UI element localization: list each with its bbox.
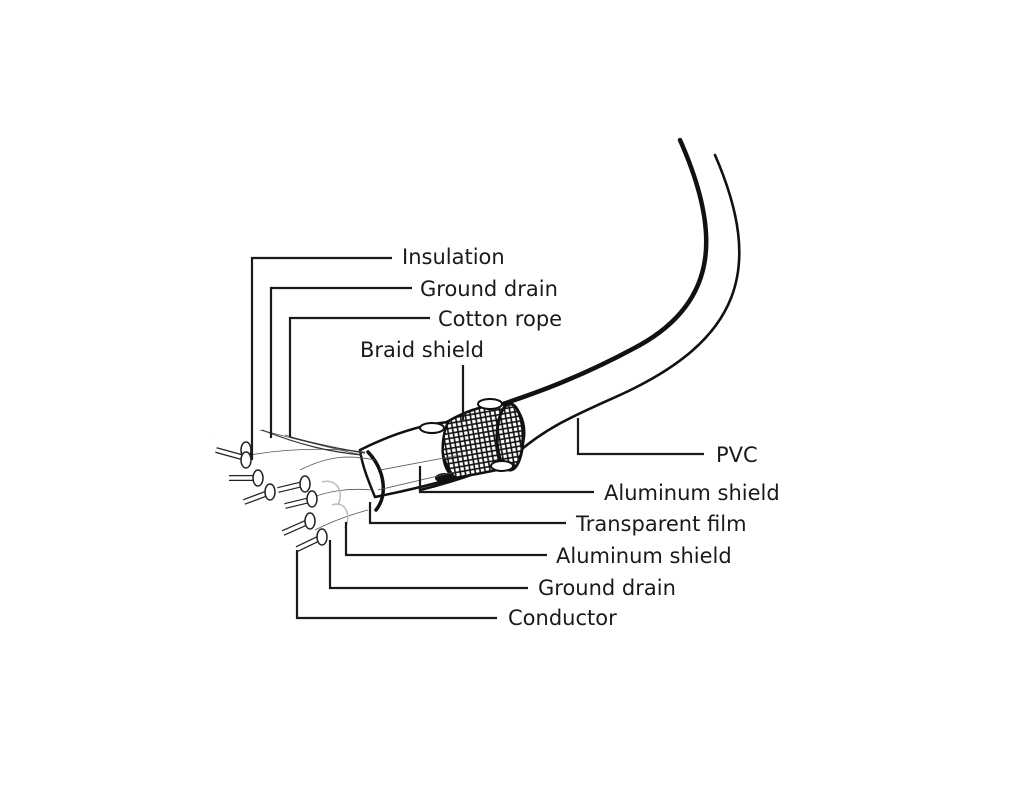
label-aluminum-shield-outer: Aluminum shield xyxy=(604,481,780,505)
leader-aluminum-shield-outer xyxy=(418,466,594,494)
conductor-wire xyxy=(215,447,252,469)
label-transparent-film: Transparent film xyxy=(575,512,747,536)
leader-cotton-rope xyxy=(288,316,430,437)
leader-ground-drain-top xyxy=(269,286,412,438)
leader-insulation xyxy=(250,256,392,460)
braid-shield xyxy=(439,398,526,480)
label-ground-drain-top: Ground drain xyxy=(420,277,558,301)
label-aluminum-shield-inner: Aluminum shield xyxy=(556,544,732,568)
label-ground-drain-bottom: Ground drain xyxy=(538,576,676,600)
leader-transparent-film xyxy=(368,502,566,525)
conductors xyxy=(212,436,328,552)
label-insulation: Insulation xyxy=(402,245,505,269)
label-conductor: Conductor xyxy=(508,606,617,630)
leader-pvc xyxy=(576,418,704,456)
leader-conductor xyxy=(295,550,497,620)
label-cotton-rope: Cotton rope xyxy=(438,307,562,331)
conductor-wire xyxy=(281,512,316,536)
leader-lines xyxy=(250,256,704,620)
transparent-film xyxy=(366,450,461,512)
leader-ground-drain-bottom xyxy=(328,540,528,590)
drain-and-rope-strands xyxy=(261,429,366,456)
conductor-wire xyxy=(277,475,311,493)
conductor-wire xyxy=(242,483,276,505)
conductor-wire xyxy=(295,528,328,552)
conductor-wire xyxy=(229,469,264,487)
labels: Insulation Ground drain Cotton rope Brai… xyxy=(360,245,780,630)
leader-aluminum-shield-inner xyxy=(344,522,547,557)
label-braid-shield: Braid shield xyxy=(360,338,484,362)
conductor-wire xyxy=(284,490,318,509)
label-pvc: PVC xyxy=(716,443,758,467)
